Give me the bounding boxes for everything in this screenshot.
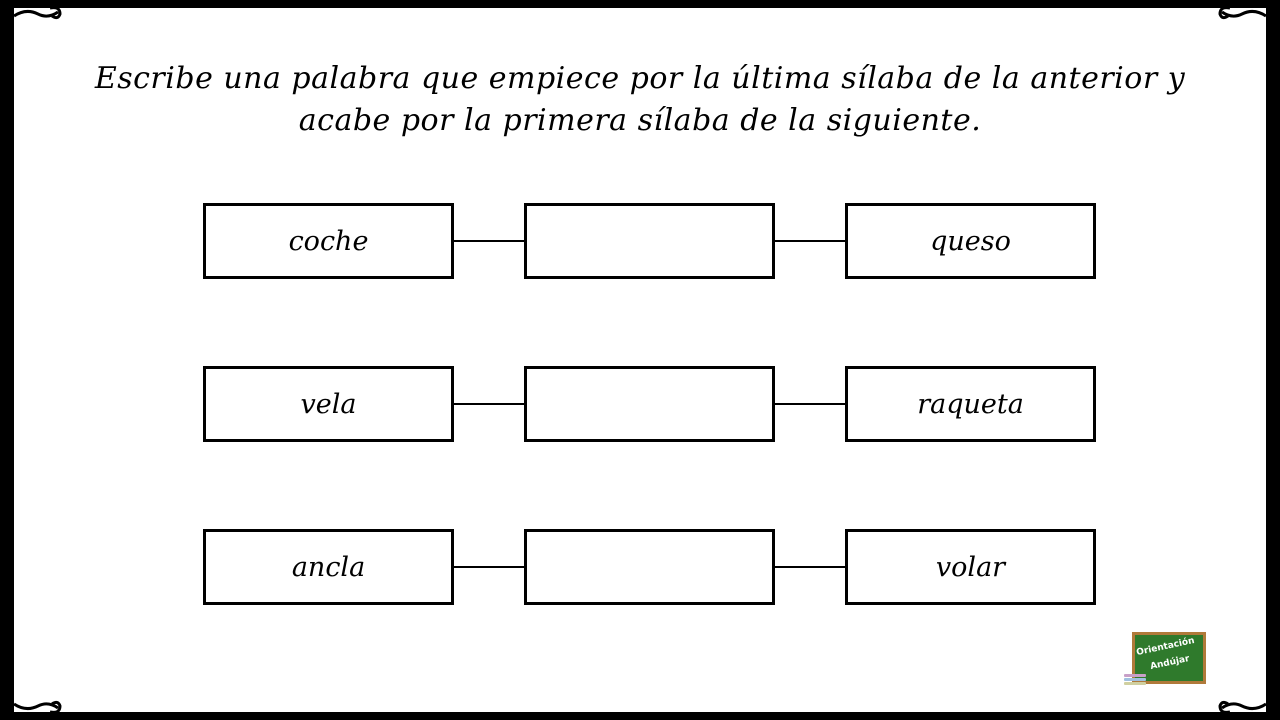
corner-flourish-icon	[1214, 2, 1270, 30]
connector-line	[454, 403, 524, 405]
connector-line	[454, 566, 524, 568]
corner-flourish-icon	[10, 2, 66, 30]
word-chain-row-1: coche queso	[203, 203, 1096, 279]
instructions-line-2: acabe por la primera sílaba de la siguie…	[298, 103, 982, 138]
word-chain-row-2: vela raqueta	[203, 366, 1096, 442]
answer-box[interactable]	[524, 529, 775, 605]
word-box-left: coche	[203, 203, 454, 279]
answer-box[interactable]	[524, 203, 775, 279]
corner-flourish-icon	[1214, 690, 1270, 718]
word-box-right: raqueta	[845, 366, 1096, 442]
answer-box[interactable]	[524, 366, 775, 442]
word-box-left: vela	[203, 366, 454, 442]
connector-line	[775, 403, 845, 405]
connector-line	[775, 240, 845, 242]
instructions-line-1: Escribe una palabra que empiece por la ú…	[94, 61, 1186, 96]
connector-line	[775, 566, 845, 568]
instructions-text: Escribe una palabra que empiece por la ú…	[80, 58, 1200, 142]
books-icon	[1124, 674, 1146, 686]
corner-flourish-icon	[10, 690, 66, 718]
word-box-right: queso	[845, 203, 1096, 279]
word-chain-row-3: ancla volar	[203, 529, 1096, 605]
connector-line	[454, 240, 524, 242]
orientacion-andujar-logo: Orientación Andújar	[1124, 630, 1208, 688]
word-box-right: volar	[845, 529, 1096, 605]
word-box-left: ancla	[203, 529, 454, 605]
